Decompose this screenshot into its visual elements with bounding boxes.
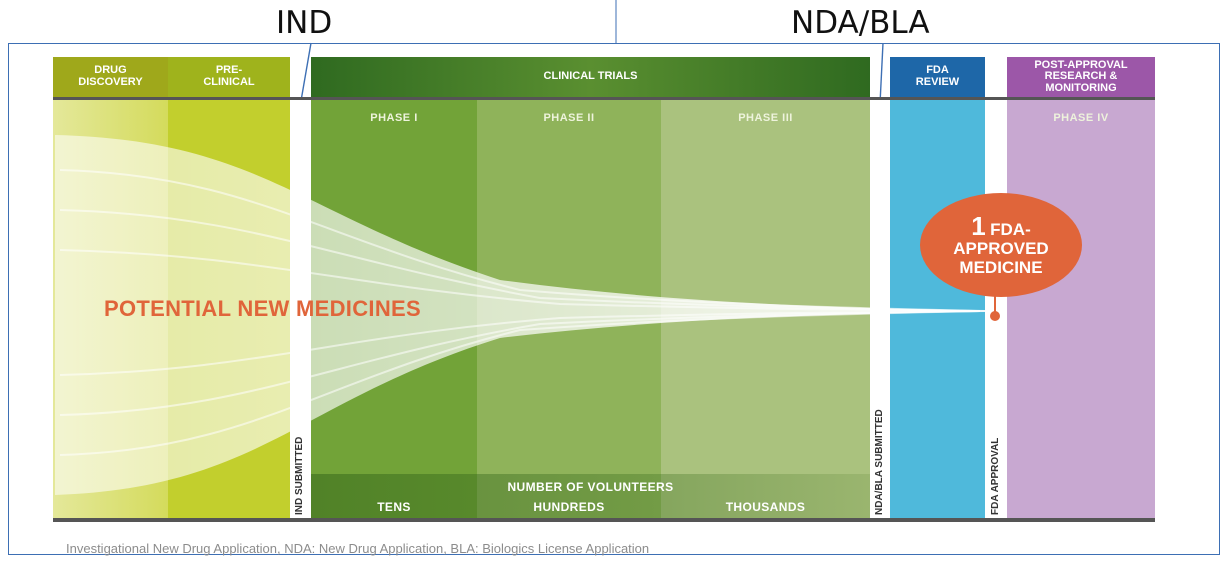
approved-line-2: APPROVED (953, 238, 1049, 258)
header-clinical-trials: CLINICAL TRIALS (311, 57, 870, 97)
header-pre-clinical: PRE- CLINICAL (168, 57, 290, 97)
approved-line-3: MEDICINE (959, 257, 1043, 277)
funnel-label: POTENTIAL NEW MEDICINES (104, 296, 421, 321)
column-phase-4 (1007, 100, 1155, 520)
volunteers-hundreds: HUNDREDS (533, 500, 605, 514)
nda-bla-callout: NDA/BLA (791, 5, 930, 41)
approved-medicine-badge: 1 FDA- APPROVED MEDICINE (920, 193, 1082, 297)
footer-note: Investigational New Drug Application, ND… (66, 541, 650, 556)
approved-line-1: FDA- (990, 219, 1031, 239)
phase-2-label: PHASE II (543, 112, 595, 124)
volunteers-title: NUMBER OF VOLUNTEERS (507, 480, 674, 494)
volunteers-thousands: THOUSANDS (725, 500, 806, 514)
ind-submitted-label: IND SUBMITTED (294, 436, 305, 515)
bottom-baseline (53, 518, 1155, 522)
header-fda-review: FDA REVIEW (890, 57, 985, 97)
header-post-approval: POST-APPROVAL RESEARCH & MONITORING (1007, 57, 1155, 97)
badge-stem (994, 295, 996, 315)
volunteers-band (311, 474, 870, 520)
header-dark-bar (53, 97, 1155, 101)
phase-1-label: PHASE I (370, 112, 418, 124)
volunteers-tens: TENS (377, 500, 411, 514)
funnel-streaks (59, 169, 981, 456)
funnel-shape (55, 135, 985, 495)
fda-approval-label: FDA APPROVAL (990, 437, 1001, 515)
phase-3-label: PHASE III (738, 112, 793, 124)
phase-4-label: PHASE IV (1053, 112, 1109, 124)
nda-bla-submitted-label: NDA/BLA SUBMITTED (874, 409, 885, 515)
badge-stem-dot (990, 311, 1000, 321)
diagram-frame (8, 43, 1220, 555)
ind-callout: IND (276, 5, 333, 41)
approved-count: 1 (971, 210, 986, 241)
header-drug-discovery: DRUG DISCOVERY (53, 57, 168, 97)
